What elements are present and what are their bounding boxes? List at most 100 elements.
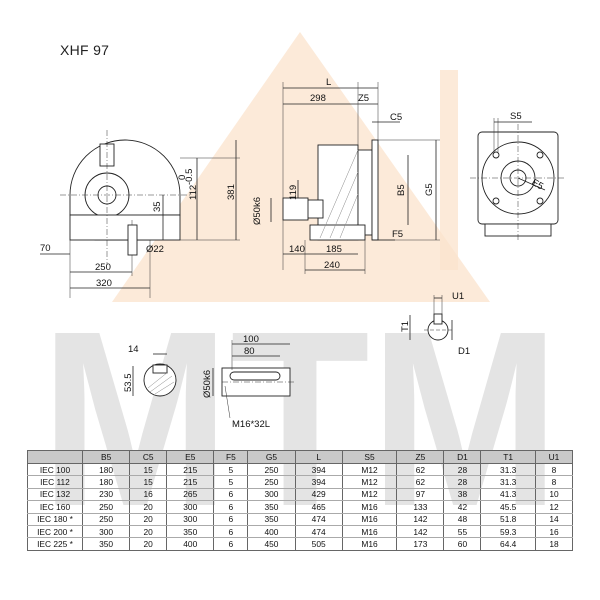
table-cell: 31.3 — [480, 475, 536, 489]
dim-d50-shaft: Ø50k6 — [202, 370, 213, 398]
table-cell: 28 — [443, 463, 482, 477]
table-cell: 16 — [129, 488, 168, 502]
table-cell: 8 — [534, 475, 574, 489]
table-cell: 28 — [443, 475, 482, 489]
table-cell: 265 — [166, 488, 215, 502]
table-cell: 350 — [247, 500, 296, 514]
table-row-label: IEC 180 * — [27, 513, 83, 526]
table-cell: 31.3 — [480, 463, 536, 477]
dim-D1: D1 — [458, 346, 470, 357]
table-cell: 6 — [213, 537, 249, 551]
table-cell: 15 — [129, 475, 168, 489]
dim-B5: B5 — [396, 184, 407, 196]
table-header-cell: G5 — [247, 450, 296, 464]
table-cell: 15 — [129, 463, 168, 477]
table-cell: 5 — [213, 463, 249, 477]
table-row-label: IEC 225 * — [27, 537, 83, 551]
dim-185: 185 — [326, 244, 342, 255]
table-cell: 45.5 — [480, 500, 536, 514]
table-cell: 20 — [129, 500, 168, 514]
table-header-cell: Z5 — [396, 450, 445, 464]
table-cell: 350 — [166, 525, 215, 539]
dim-G5: G5 — [424, 183, 435, 196]
table-cell: 8 — [534, 463, 574, 477]
table-header-cell: B5 — [81, 450, 131, 464]
table-header-cell: E5 — [166, 450, 215, 464]
table-cell: 6 — [213, 500, 249, 514]
table-cell: 6 — [213, 488, 249, 502]
table-cell: 474 — [294, 513, 343, 526]
dim-35: 35 — [152, 201, 163, 212]
table-cell: 400 — [166, 537, 215, 551]
table-cell: 180 — [81, 463, 131, 477]
table-cell: 250 — [247, 475, 296, 489]
dim-L: L — [326, 77, 331, 88]
table-cell: 12 — [534, 500, 574, 514]
table-cell: 300 — [247, 488, 296, 502]
table-cell: 16 — [534, 525, 574, 539]
technical-drawing: 70 250 320 Ø22 35 112 0 -0.5 381 L — [40, 77, 566, 430]
table-cell: 230 — [81, 488, 131, 502]
table-cell: M12 — [341, 463, 398, 477]
dim-298: 298 — [310, 93, 326, 104]
table-header-cell: U1 — [534, 450, 574, 464]
table-cell: M12 — [341, 488, 398, 502]
table-cell: 400 — [247, 525, 296, 539]
table-cell: 59.3 — [480, 525, 536, 539]
table-cell: 394 — [294, 463, 343, 477]
dim-22: Ø22 — [146, 244, 164, 255]
table-cell: M12 — [341, 475, 398, 489]
table-row-label: IEC 100 — [27, 463, 83, 477]
shaft-section: 14 53.5 — [123, 344, 177, 397]
table-header-cell: L — [294, 450, 343, 464]
table-cell: 41.3 — [480, 488, 536, 502]
model-title: XHF 97 — [60, 42, 110, 58]
dim-112-tol-upper: 0 — [177, 175, 188, 180]
table-cell: M16 — [341, 537, 398, 551]
table-cell: 450 — [247, 537, 296, 551]
table-cell: 51.8 — [480, 513, 536, 526]
table-row-label: IEC 132 — [27, 488, 83, 502]
table-header-row: B5 C5 E5 F5 G5 L S5 Z5 D1 T1 U1 — [27, 450, 574, 464]
table-row-label: IEC 200 * — [27, 525, 83, 539]
table-cell: 250 — [81, 500, 131, 514]
dim-14: 14 — [128, 344, 139, 355]
dim-C5: C5 — [390, 112, 402, 123]
dim-381: 381 — [226, 184, 237, 200]
table-cell: 394 — [294, 475, 343, 489]
table-cell: M16 — [341, 513, 398, 526]
table-cell: 20 — [129, 525, 168, 539]
dim-S5: S5 — [510, 111, 522, 122]
dim-U1: U1 — [452, 291, 464, 302]
table-cell: 350 — [81, 537, 131, 551]
flange-view: S5 E5 — [470, 111, 566, 240]
table-cell: 215 — [166, 475, 215, 489]
table-header-cell — [27, 450, 83, 464]
table-cell: 14 — [534, 513, 574, 526]
dim-240: 240 — [324, 260, 340, 271]
dim-T1: T1 — [400, 321, 411, 332]
table-cell: 180 — [81, 475, 131, 489]
table-cell: 48 — [443, 513, 482, 526]
table-cell: 350 — [247, 513, 296, 526]
dim-140: 140 — [289, 244, 305, 255]
table-cell: 300 — [166, 513, 215, 526]
table-cell: 6 — [213, 513, 249, 526]
table-header-cell: C5 — [129, 450, 168, 464]
table-cell: 250 — [81, 513, 131, 526]
table-cell: 42 — [443, 500, 482, 514]
table-row-label: IEC 112 — [27, 475, 83, 489]
table-cell: 250 — [247, 463, 296, 477]
table-cell: 300 — [166, 500, 215, 514]
dim-112: 112 — [188, 185, 199, 200]
table-header-cell: D1 — [443, 450, 482, 464]
dim-thread: M16*32L — [232, 419, 270, 430]
table-cell: 133 — [396, 500, 445, 514]
table-cell: M16 — [341, 500, 398, 514]
table-cell: 505 — [294, 537, 343, 551]
dim-320: 320 — [96, 278, 112, 289]
